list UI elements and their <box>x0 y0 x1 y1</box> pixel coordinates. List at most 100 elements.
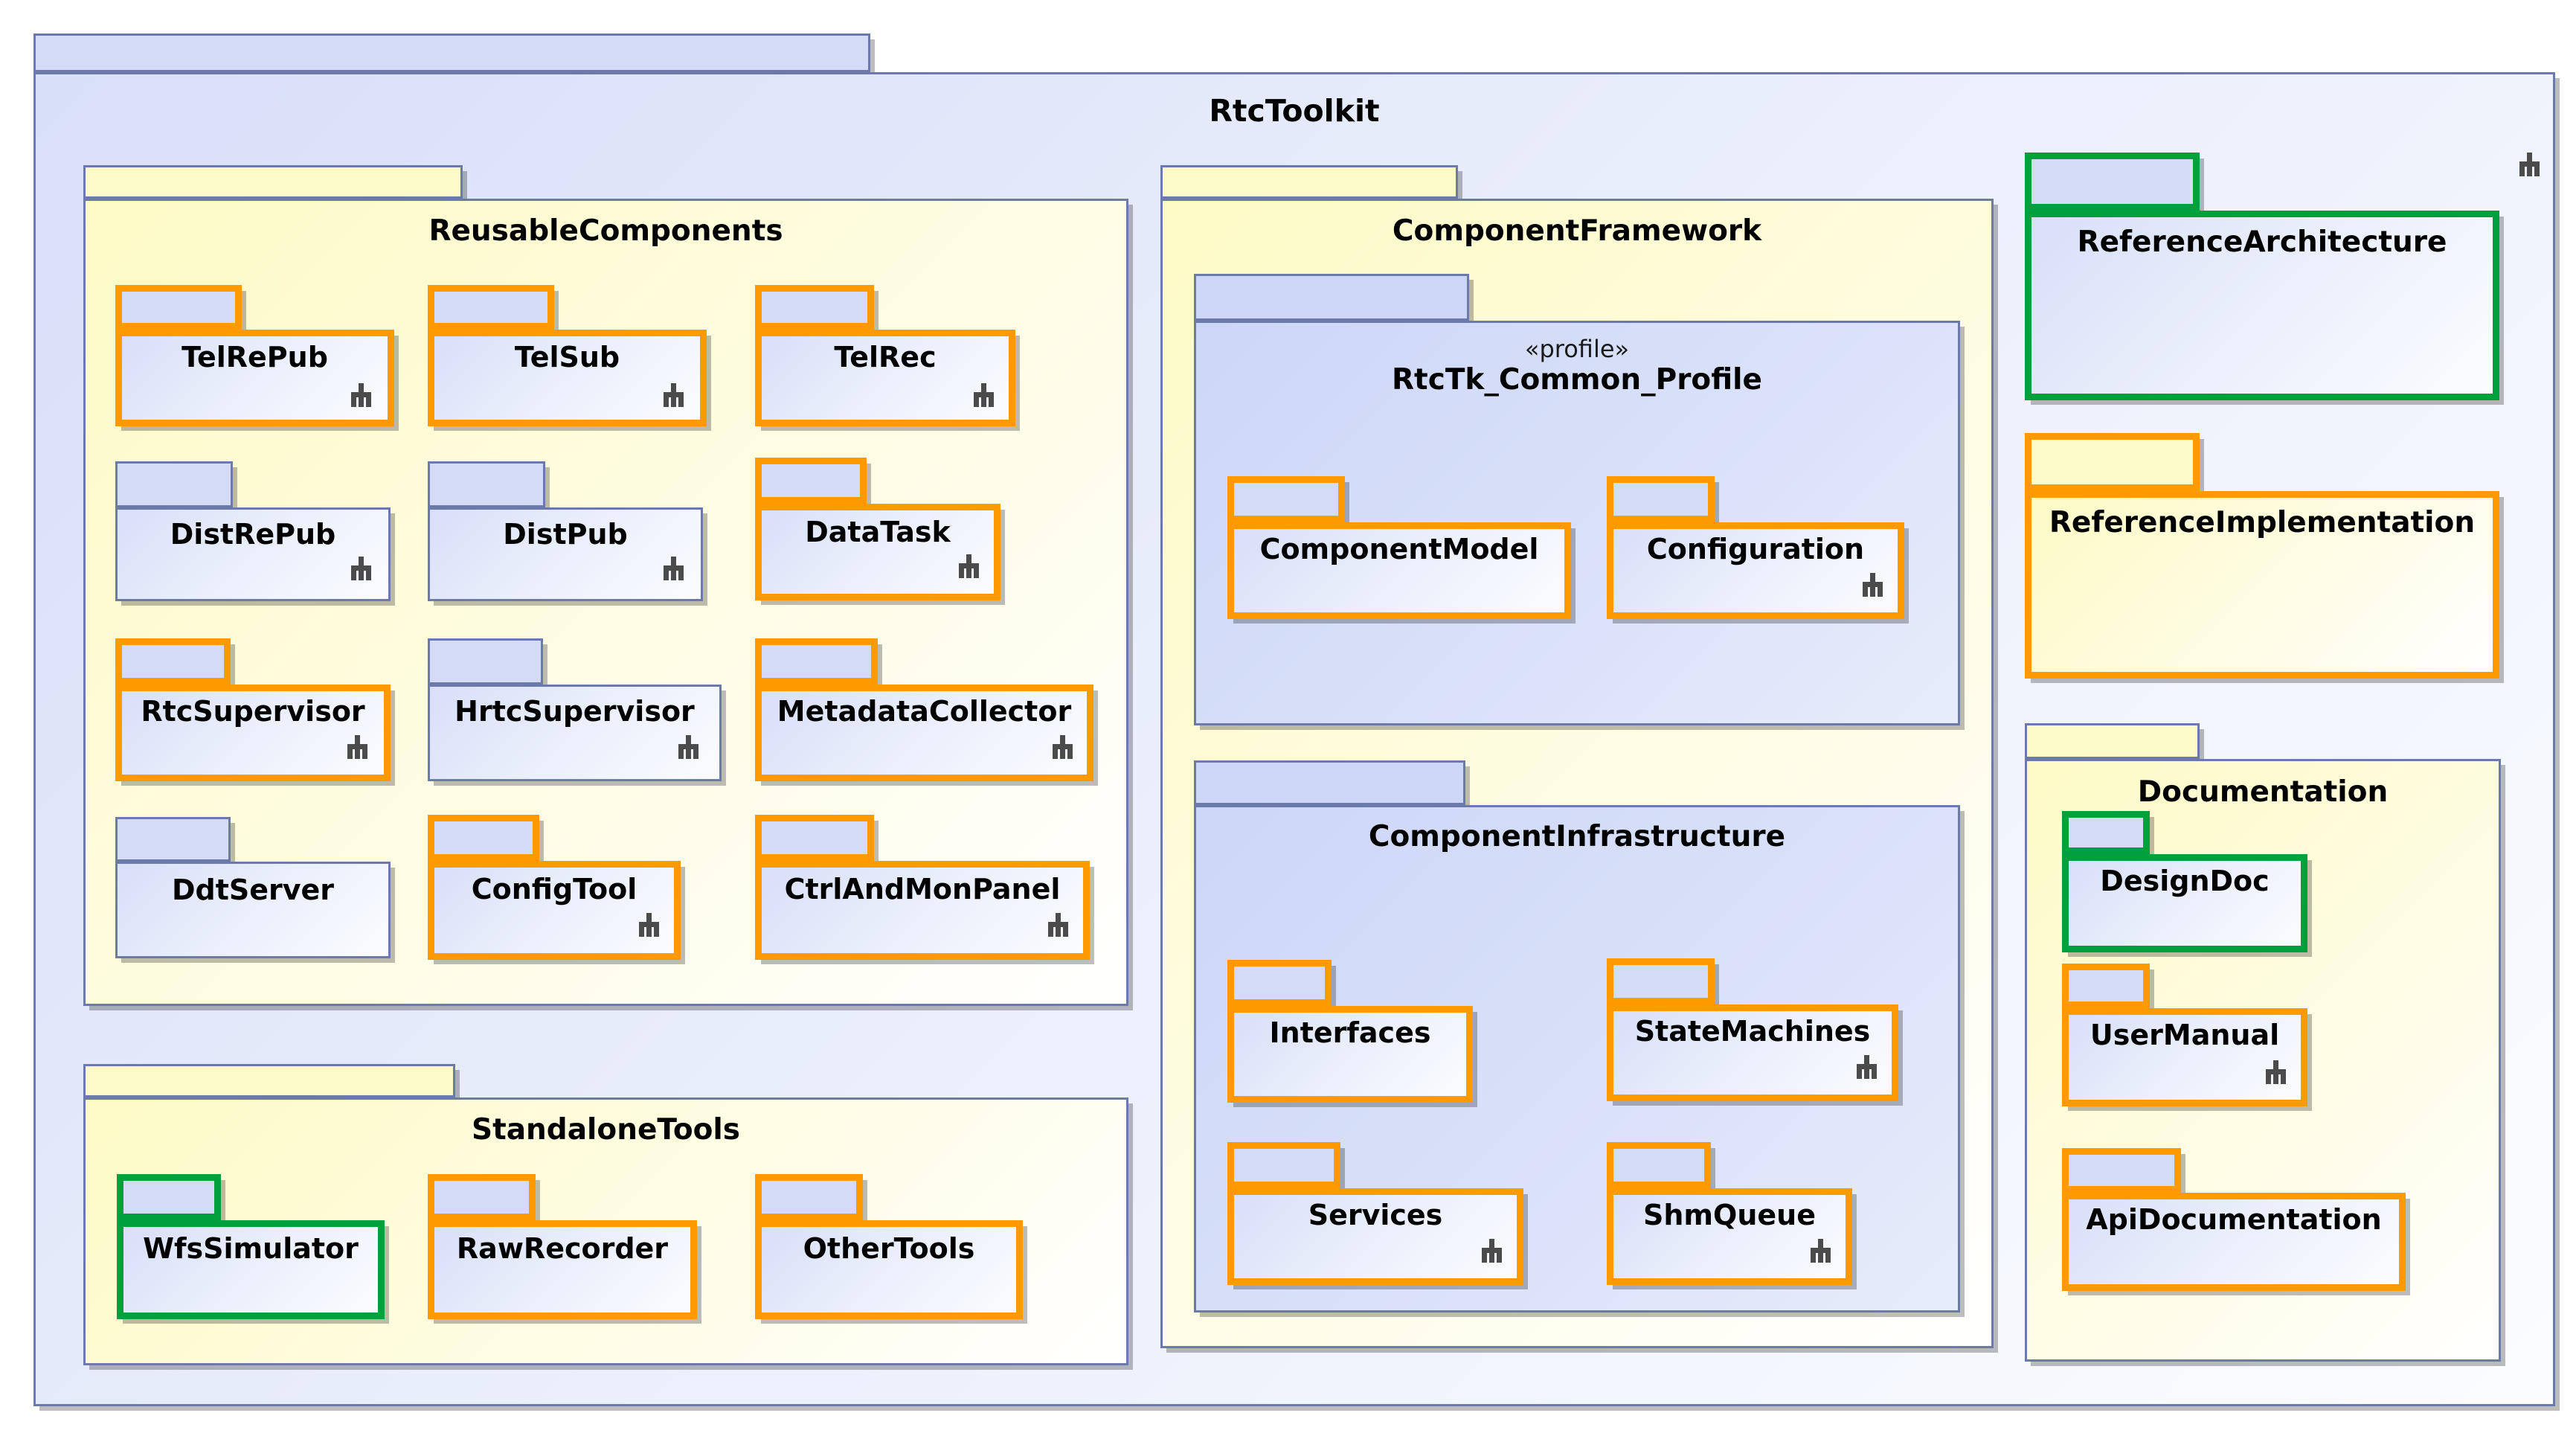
package-body <box>1607 522 1904 619</box>
package-body <box>2062 854 2307 952</box>
package-usermanual[interactable]: UserManual <box>2062 964 2307 1106</box>
rake-icon <box>2518 153 2540 176</box>
package-body <box>428 507 703 601</box>
rake-icon <box>1855 1055 1878 1079</box>
rake-icon <box>346 735 368 759</box>
package-body <box>115 862 391 958</box>
package-body <box>428 330 707 426</box>
package-telrepub[interactable]: TelRePub <box>115 285 394 426</box>
package-tab <box>755 458 867 504</box>
package-tab <box>2062 964 2150 1008</box>
package-tab <box>117 1174 221 1220</box>
package-wfssimulator[interactable]: WfsSimulator <box>117 1174 385 1319</box>
package-body <box>1227 1006 1473 1103</box>
package-tab <box>755 638 878 685</box>
package-body <box>1227 1188 1523 1285</box>
package-tab <box>428 285 554 330</box>
package-tab <box>2025 723 2200 759</box>
rake-icon <box>350 383 372 407</box>
package-tab <box>83 165 463 199</box>
package-tab <box>428 461 545 507</box>
package-hrtcsupervisor[interactable]: HrtcSupervisor <box>428 638 722 781</box>
package-tab <box>1160 165 1458 199</box>
package-datatask[interactable]: DataTask <box>755 458 1000 600</box>
package-telsub[interactable]: TelSub <box>428 285 707 426</box>
package-referenceimplementation[interactable]: ReferenceImplementation <box>2025 433 2499 679</box>
package-statemachines[interactable]: StateMachines <box>1607 958 1898 1101</box>
package-telrec[interactable]: TelRec <box>755 285 1015 426</box>
package-body <box>755 1220 1023 1319</box>
package-body <box>1227 522 1571 619</box>
package-tab <box>428 1174 536 1220</box>
rake-icon <box>1047 913 1069 937</box>
package-tab <box>755 1174 863 1220</box>
package-othertools[interactable]: OtherTools <box>755 1174 1023 1319</box>
package-metadatacollector[interactable]: MetadataCollector <box>755 638 1093 781</box>
package-tab <box>1194 760 1465 805</box>
package-body <box>1607 1004 1898 1101</box>
rake-icon <box>1809 1239 1831 1263</box>
rake-icon <box>662 383 684 407</box>
package-tab <box>1194 274 1469 321</box>
package-body <box>2062 1193 2406 1291</box>
package-tab <box>115 817 231 862</box>
package-services[interactable]: Services <box>1227 1142 1523 1285</box>
package-body <box>117 1220 385 1319</box>
package-body <box>755 504 1000 600</box>
package-body <box>755 330 1015 426</box>
package-rawrecorder[interactable]: RawRecorder <box>428 1174 697 1319</box>
package-configuration[interactable]: Configuration <box>1607 476 1904 619</box>
package-tab <box>755 285 874 330</box>
package-tab <box>115 285 242 330</box>
package-body <box>115 685 391 781</box>
package-body <box>115 330 394 426</box>
rake-icon <box>662 557 684 580</box>
rake-icon <box>637 913 660 937</box>
package-tab <box>1607 476 1715 522</box>
package-componentmodel[interactable]: ComponentModel <box>1227 476 1571 619</box>
package-tab <box>1607 1142 1711 1188</box>
package-tab <box>2025 433 2200 491</box>
package-interfaces[interactable]: Interfaces <box>1227 960 1473 1103</box>
package-body <box>428 685 722 781</box>
package-tab <box>1607 958 1715 1004</box>
package-body <box>755 685 1093 781</box>
package-body <box>755 861 1090 960</box>
rake-icon <box>1480 1239 1503 1263</box>
package-distpub[interactable]: DistPub <box>428 461 703 601</box>
package-ctrlandmonpanel[interactable]: CtrlAndMonPanel <box>755 815 1090 960</box>
package-body <box>428 1220 697 1319</box>
package-tab <box>428 638 543 685</box>
package-tab <box>755 815 874 861</box>
package-body <box>2025 491 2499 679</box>
package-tab <box>2025 153 2200 211</box>
rake-icon <box>2264 1060 2287 1084</box>
package-tab <box>1227 960 1332 1006</box>
package-body <box>2025 211 2499 400</box>
package-configtool[interactable]: ConfigTool <box>428 815 681 960</box>
rake-icon <box>1861 573 1883 597</box>
package-designdoc[interactable]: DesignDoc <box>2062 811 2307 952</box>
rake-icon <box>972 383 995 407</box>
package-tab <box>2062 811 2150 854</box>
package-referencearchitecture[interactable]: ReferenceArchitecture <box>2025 153 2499 400</box>
package-tab <box>83 1064 455 1097</box>
package-ddtserver[interactable]: DdtServer <box>115 817 391 958</box>
package-tab <box>33 33 870 72</box>
package-tab <box>1227 1142 1340 1188</box>
package-body <box>1607 1188 1852 1285</box>
rake-icon <box>1051 735 1073 759</box>
package-tab <box>115 638 231 685</box>
stereotype-profile: «profile» <box>1524 335 1630 363</box>
package-tab <box>2062 1148 2181 1193</box>
rake-icon <box>957 554 980 578</box>
package-rtcsupervisor[interactable]: RtcSupervisor <box>115 638 391 781</box>
rake-icon <box>677 735 699 759</box>
rake-icon <box>350 557 372 580</box>
package-tab <box>428 815 539 861</box>
package-tab <box>1227 476 1345 522</box>
package-apidocumentation[interactable]: ApiDocumentation <box>2062 1148 2406 1291</box>
package-shmqueue[interactable]: ShmQueue <box>1607 1142 1852 1285</box>
package-distrepub[interactable]: DistRePub <box>115 461 391 601</box>
